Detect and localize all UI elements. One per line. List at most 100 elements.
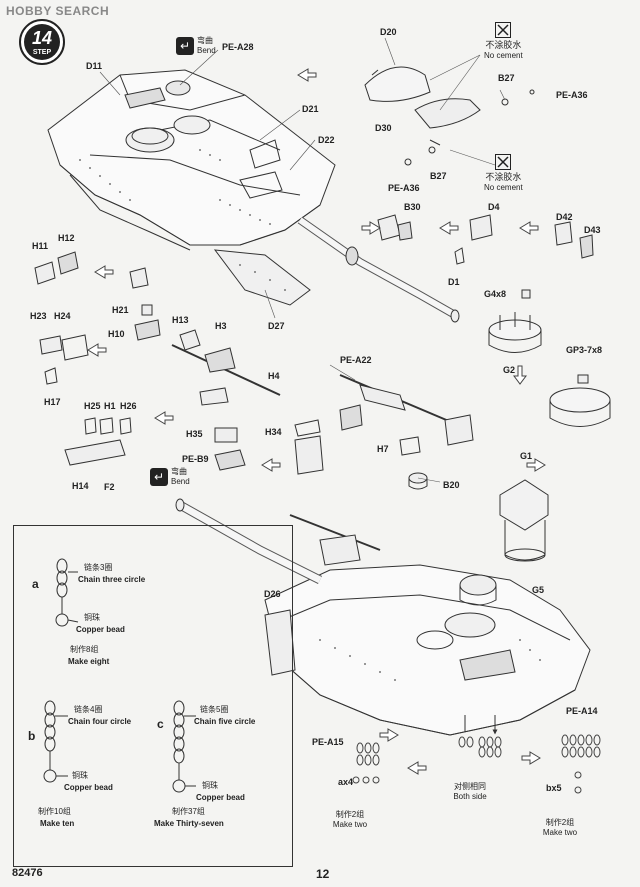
chain-b-bead-cn: 铜珠 <box>72 771 88 780</box>
watermark-brand: HOBBY <box>6 4 52 18</box>
page-number: 12 <box>316 867 330 881</box>
chain-a-letter: a <box>32 577 39 591</box>
lower-turret-drawing <box>175 498 591 736</box>
part-label: H14 <box>72 481 89 491</box>
chain-a-chain-cn: 链条3圈 <box>84 563 113 572</box>
machine-gun-drawing <box>339 374 474 490</box>
chain-c-chain-en: Chain five circle <box>194 717 256 726</box>
no-cement-1-en: No cement <box>484 51 523 60</box>
bend-icon: ↵ <box>176 37 194 55</box>
step-badge-icon <box>19 19 65 65</box>
part-label: PE-A28 <box>222 42 254 52</box>
part-label: H21 <box>112 305 129 315</box>
part-label: H26 <box>120 401 137 411</box>
part-label: D21 <box>302 104 319 114</box>
make-two-2-en: Make two <box>542 828 578 837</box>
make-two-note-2: 制作2组 Make two <box>530 818 590 838</box>
bend-callout-mid: ↵ 弯曲 Bend <box>150 467 190 487</box>
g1-box-drawing <box>499 479 549 562</box>
chain-bundles-drawing <box>352 715 601 794</box>
part-label: H11 <box>32 241 49 251</box>
direction-arrows <box>87 68 546 775</box>
bend-mid-en: Bend <box>171 477 190 486</box>
chain-c-bead-en: Copper bead <box>196 793 245 802</box>
part-label: H10 <box>108 329 125 339</box>
chain-c-bead-cn: 铜珠 <box>202 781 218 790</box>
part-label: PE-A14 <box>566 706 598 716</box>
chain-c-letter: c <box>157 717 164 731</box>
make-two-1-en: Make two <box>332 820 368 829</box>
part-label: H35 <box>186 429 203 439</box>
part-label: H1 <box>104 401 116 411</box>
part-label: GP3-7x8 <box>566 345 603 355</box>
part-label: G2 <box>503 365 516 375</box>
part-label: H34 <box>265 427 282 437</box>
part-label: PE-B9 <box>182 454 209 464</box>
part-label: D1 <box>448 277 460 287</box>
part-label: H4 <box>268 371 280 381</box>
chain-a-make-en: Make eight <box>68 657 110 666</box>
chain-a-bead-en: Copper bead <box>76 625 125 634</box>
make-two-note-1: 制作2组 Make two <box>320 810 380 830</box>
part-label: bx5 <box>546 783 562 793</box>
part-label: D27 <box>268 321 285 331</box>
step-badge: 14 STEP <box>18 18 66 66</box>
both-side-en: Both side <box>453 792 487 801</box>
h-parts-drawing <box>34 251 324 475</box>
chain-b-make-cn: 制作10组 <box>38 807 71 816</box>
part-label: G1 <box>520 451 533 461</box>
watermark-brand-suffix: SEARCH <box>55 4 110 18</box>
no-cement-callout-2: 不涂胶水 No cement <box>484 154 523 193</box>
chain-c-make-en: Make Thirty-seven <box>154 819 224 828</box>
part-label: H3 <box>215 321 227 331</box>
part-label: H25 <box>84 401 101 411</box>
part-label: ax4 <box>338 777 354 787</box>
chain-b-make-en: Make ten <box>40 819 75 828</box>
part-label: D4 <box>488 202 500 212</box>
chain-c-make-cn: 制作37组 <box>172 807 205 816</box>
part-label: PE-A36 <box>556 90 588 100</box>
no-cement-icon <box>495 154 512 170</box>
chain-b-letter: b <box>28 729 36 743</box>
part-label: G4x8 <box>484 289 507 299</box>
part-label: B20 <box>443 480 460 490</box>
bend-top-cn: 弯曲 <box>197 36 213 45</box>
chain-c-chain-cn: 链条5圈 <box>200 705 229 714</box>
small-parts-drawing <box>377 214 611 427</box>
step-number: 14 <box>31 28 53 48</box>
leader-lines <box>99 37 506 483</box>
chain-diagram <box>43 558 196 793</box>
part-label: H13 <box>172 315 189 325</box>
chain-subassembly-panel: a 链条3圈 Chain three circle 铜珠 Copper bead… <box>13 525 293 867</box>
part-label: B27 <box>430 171 447 181</box>
chain-b-chain-cn: 链条4圈 <box>74 705 103 714</box>
part-label: H23 <box>30 311 47 321</box>
watermark: HOBBY SEARCH <box>6 4 109 18</box>
part-label: D22 <box>318 135 335 145</box>
chain-b-bead-en: Copper bead <box>64 783 113 792</box>
part-label: H24 <box>54 311 71 321</box>
make-two-1-cn: 制作2组 <box>335 810 365 819</box>
part-label: D42 <box>556 212 573 222</box>
no-cement-2-cn: 不涂胶水 <box>485 172 522 182</box>
part-label: H17 <box>44 397 61 407</box>
part-label: D20 <box>380 27 397 37</box>
part-label: D43 <box>584 225 601 235</box>
part-label: H7 <box>377 444 389 454</box>
d20-cover-drawing <box>364 66 535 166</box>
bend-mid-cn: 弯曲 <box>171 467 187 476</box>
part-label: H12 <box>58 233 75 243</box>
part-label: G5 <box>532 585 545 595</box>
part-label: D26 <box>264 589 281 599</box>
part-label: F2 <box>104 482 115 492</box>
upper-turret-drawing <box>47 69 460 323</box>
bend-top-en: Bend <box>197 46 216 55</box>
part-label: PE-A36 <box>388 183 420 193</box>
bend-callout-top: ↵ 弯曲 Bend <box>176 36 216 56</box>
d27-plate-drawing <box>213 249 311 306</box>
both-side-note: 对侧相同 Both side <box>440 782 500 802</box>
part-label: PE-A22 <box>340 355 372 365</box>
step-label: STEP <box>32 49 52 56</box>
